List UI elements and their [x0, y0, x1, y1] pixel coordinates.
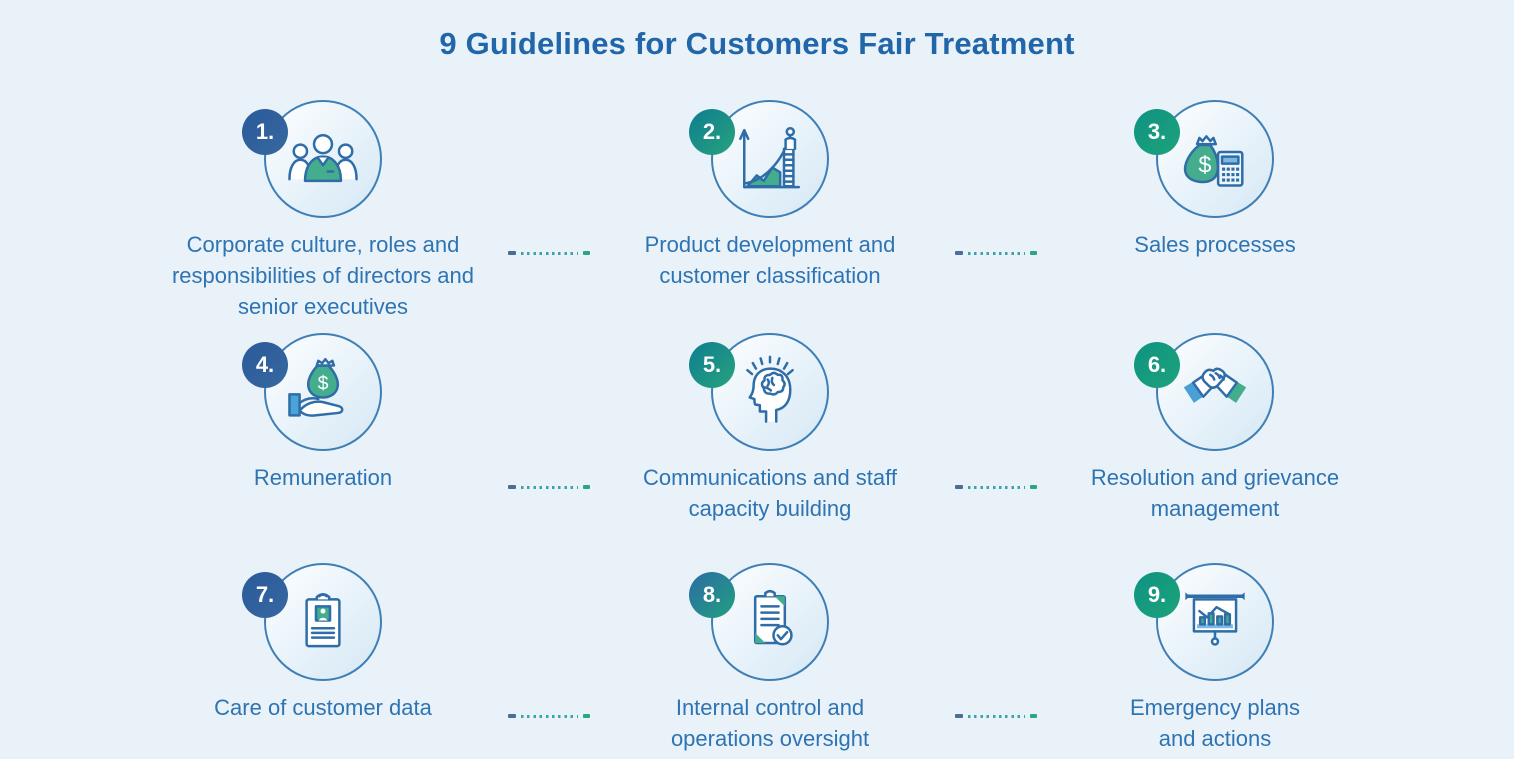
dotted-connector — [508, 251, 590, 255]
label-line: senior executives — [238, 294, 408, 319]
guideline-item-3: 3. $ Sales processes — [1015, 98, 1415, 260]
dotted-connector — [508, 485, 590, 489]
label-line: Sales processes — [1134, 232, 1296, 257]
item-number-badge: 2. — [689, 109, 735, 155]
item-number: 2. — [702, 119, 722, 144]
connector-start-dash — [508, 251, 516, 255]
connector-end-dash — [583, 251, 590, 255]
connector-end-dash — [583, 485, 590, 489]
connector-dots — [968, 485, 1025, 489]
dotted-connector — [955, 485, 1037, 489]
hand-money-bag-icon: $ — [288, 357, 344, 417]
connector-start-dash — [955, 485, 963, 489]
connector-end-dash — [1030, 714, 1037, 718]
guideline-item-6: 6. Resolution and grievance management — [1015, 331, 1415, 524]
people-group-icon — [288, 133, 358, 183]
item-number-badge: 5. — [689, 342, 735, 388]
handshake-icon — [1183, 367, 1247, 403]
item-label: Product development and customer classif… — [570, 229, 970, 291]
item-number-badge: 7. — [242, 572, 288, 618]
connector-end-dash — [1030, 251, 1037, 255]
head-brain-icon — [746, 355, 794, 423]
label-line: Remuneration — [253, 465, 393, 490]
item-number: 6. — [1147, 352, 1167, 377]
item-number-badge: 1. — [242, 109, 288, 155]
item-icon-circle — [711, 563, 829, 681]
connector-start-dash — [955, 251, 963, 255]
checklist-check-icon — [753, 589, 793, 646]
svg-text:$: $ — [318, 373, 329, 395]
money-bag-calculator-icon: $ — [1183, 135, 1244, 187]
label-line: Emergency plans — [1130, 695, 1300, 720]
label-line: Internal control and — [675, 695, 865, 720]
connector-dots — [521, 485, 578, 489]
item-number: 1. — [255, 119, 275, 144]
item-icon-circle — [264, 100, 382, 218]
page-title: 9 Guidelines for Customers Fair Treatmen… — [439, 26, 1075, 61]
item-label: Remuneration — [123, 462, 523, 493]
item-number-badge: 6. — [1134, 342, 1180, 388]
item-number-badge: 4. — [242, 342, 288, 388]
label-line: Care of customer data — [214, 695, 432, 720]
svg-text:$: $ — [1198, 151, 1211, 177]
item-label: Communications and staff capacity buildi… — [570, 462, 970, 524]
item-label: Resolution and grievance management — [1015, 462, 1415, 524]
growth-chart-icon — [739, 126, 801, 189]
guideline-item-2: 2. Product development and customer clas… — [570, 98, 970, 291]
item-label: Corporate culture, roles and responsibil… — [123, 229, 523, 322]
guideline-item-1: 1. Corporate culture, roles and responsi… — [123, 98, 523, 322]
connector-dots — [521, 714, 578, 718]
item-label: Care of customer data — [123, 692, 523, 723]
item-label: Emergency plans and actions — [1015, 692, 1415, 754]
label-line: and actions — [1158, 726, 1272, 751]
guideline-item-7: 7. Care of customer data — [123, 561, 523, 723]
connector-dots — [968, 714, 1025, 718]
guideline-item-9: 9. Emergency plans and actions — [1015, 561, 1415, 754]
item-label: Sales processes — [1015, 229, 1415, 260]
connector-end-dash — [583, 714, 590, 718]
dotted-connector — [955, 251, 1037, 255]
item-number-badge: 8. — [689, 572, 735, 618]
connector-dots — [968, 251, 1025, 255]
guideline-item-4: 4. $ Remuneration — [123, 331, 523, 493]
label-line: customer classification — [659, 263, 881, 288]
item-number: 3. — [1147, 119, 1167, 144]
customer-id-card-icon — [305, 593, 341, 648]
dotted-connector — [508, 714, 590, 718]
connector-end-dash — [1030, 485, 1037, 489]
item-number: 7. — [255, 582, 275, 607]
connector-start-dash — [955, 714, 963, 718]
item-number: 9. — [1147, 582, 1167, 607]
label-line: Corporate culture, roles and — [186, 232, 460, 257]
dotted-connector — [955, 714, 1037, 718]
item-label: Internal control and operations oversigh… — [570, 692, 970, 754]
label-line: Communications and staff — [643, 465, 897, 490]
connector-start-dash — [508, 714, 516, 718]
guideline-item-5: 5. Communications and staff capacity bui… — [570, 331, 970, 524]
item-number-badge: 9. — [1134, 572, 1180, 618]
presentation-chart-icon — [1185, 592, 1245, 646]
label-line: Resolution and grievance — [1090, 465, 1340, 490]
item-number: 5. — [702, 352, 722, 377]
label-line: operations oversight — [670, 726, 870, 751]
connector-dots — [521, 251, 578, 255]
label-line: responsibilities of directors and — [171, 263, 475, 288]
item-number-badge: 3. — [1134, 109, 1180, 155]
item-icon-circle: $ — [264, 333, 382, 451]
connector-start-dash — [508, 485, 516, 489]
guideline-item-8: 8. Internal control and operations overs… — [570, 561, 970, 754]
label-line: management — [1150, 496, 1280, 521]
item-number: 4. — [255, 352, 275, 377]
label-line: capacity building — [688, 496, 852, 521]
label-line: Product development and — [644, 232, 896, 257]
item-icon-circle — [264, 563, 382, 681]
item-number: 8. — [702, 582, 722, 607]
